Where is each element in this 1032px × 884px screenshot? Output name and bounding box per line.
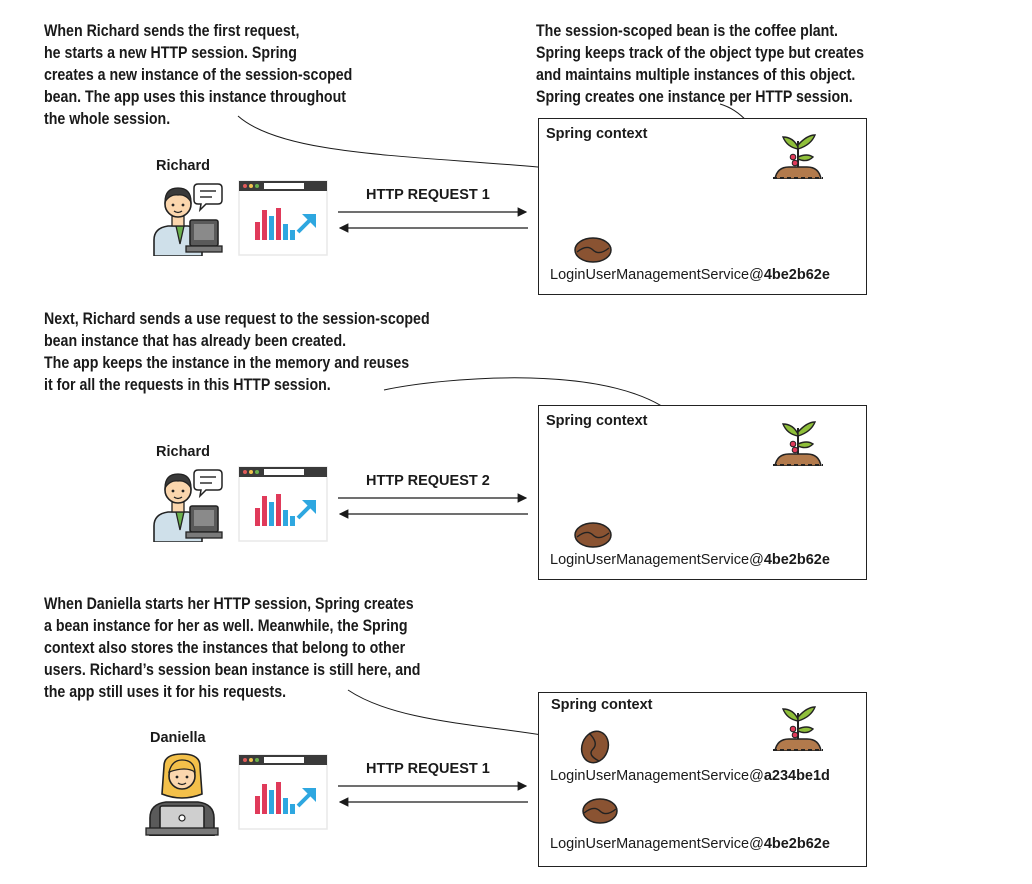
request-label: HTTP REQUEST 1 — [366, 761, 490, 777]
spring-context-box: Spring context LoginUserManagementServic… — [538, 118, 867, 295]
note-line: When Richard sends the first request, — [44, 22, 300, 40]
coffee-bean-icon — [574, 522, 612, 548]
note-line: Spring creates one instance per HTTP ses… — [536, 88, 853, 106]
person-with-laptop-icon — [153, 183, 223, 256]
note-line: creates a new instance of the session-sc… — [44, 66, 353, 84]
note-line: and maintains multiple instances of this… — [536, 66, 856, 84]
note-line: Next, Richard sends a use request to the… — [44, 310, 430, 328]
speech-bubble-icon — [193, 469, 223, 499]
note-line: the app still uses it for his requests. — [44, 683, 287, 701]
coffee-plant-icon — [773, 421, 823, 466]
coffee-bean-icon — [574, 237, 612, 263]
request-arrows — [338, 207, 528, 807]
speech-bubble-icon — [193, 183, 223, 213]
browser-window-chart-icon — [238, 180, 328, 256]
person-with-laptop-icon — [153, 469, 223, 542]
note-line: users. Richard’s session bean instance i… — [44, 661, 421, 679]
instance-hash: 4be2b62e — [763, 836, 830, 852]
user-name: Daniella — [150, 730, 206, 746]
note-line: The app keeps the instance in the memory… — [44, 354, 410, 372]
service-name: LoginUserManagementService@ — [550, 552, 764, 568]
note-line: context also stores the instances that b… — [44, 639, 406, 657]
request-label: HTTP REQUEST 2 — [366, 473, 490, 489]
service-instance: LoginUserManagementService@a234be1d — [550, 768, 830, 784]
instance-hash: 4be2b62e — [763, 552, 830, 568]
note-line: Spring keeps track of the object type bu… — [536, 44, 865, 62]
request-label: HTTP REQUEST 1 — [366, 187, 490, 203]
browser-window-chart-icon — [238, 466, 328, 542]
instance-hash: 4be2b62e — [763, 267, 830, 283]
note-scene1-right: The session-scoped bean is the coffee pl… — [536, 20, 864, 108]
service-instance: LoginUserManagementService@4be2b62e — [550, 267, 830, 283]
spring-context-box: Spring context LoginUserManagementServic… — [538, 405, 867, 580]
service-instance: LoginUserManagementService@4be2b62e — [550, 836, 830, 852]
note-line: it for all the requests in this HTTP ses… — [44, 376, 331, 394]
service-instance: LoginUserManagementService@4be2b62e — [550, 552, 830, 568]
coffee-bean-icon — [582, 798, 618, 824]
note-line: bean. The app uses this instance through… — [44, 88, 346, 106]
service-name: LoginUserManagementService@ — [550, 267, 764, 283]
note-line: the whole session. — [44, 110, 171, 128]
note-line: a bean instance for her as well. Meanwhi… — [44, 617, 408, 635]
note-line: The session-scoped bean is the coffee pl… — [536, 22, 839, 40]
context-title: Spring context — [551, 697, 653, 713]
coffee-plant-icon — [773, 134, 823, 179]
person-with-laptop-icon — [145, 753, 219, 836]
context-title: Spring context — [546, 413, 648, 429]
instance-hash: a234be1d — [763, 768, 830, 784]
coffee-plant-icon — [773, 706, 823, 751]
spring-context-box: Spring context LoginUserManagementServic… — [538, 692, 867, 867]
service-name: LoginUserManagementService@ — [550, 836, 764, 852]
service-name: LoginUserManagementService@ — [550, 768, 764, 784]
browser-window-chart-icon — [238, 754, 328, 830]
note-scene1-left: When Richard sends the first request, he… — [44, 20, 352, 130]
note-line: When Daniella starts her HTTP session, S… — [44, 595, 414, 613]
user-name: Richard — [156, 158, 210, 174]
note-scene2: Next, Richard sends a use request to the… — [44, 308, 430, 396]
note-line: he starts a new HTTP session. Spring — [44, 44, 297, 62]
context-title: Spring context — [546, 126, 648, 142]
user-name: Richard — [156, 444, 210, 460]
coffee-bean-icon — [580, 730, 610, 764]
note-scene3: When Daniella starts her HTTP session, S… — [44, 593, 420, 703]
note-line: bean instance that has already been crea… — [44, 332, 347, 350]
